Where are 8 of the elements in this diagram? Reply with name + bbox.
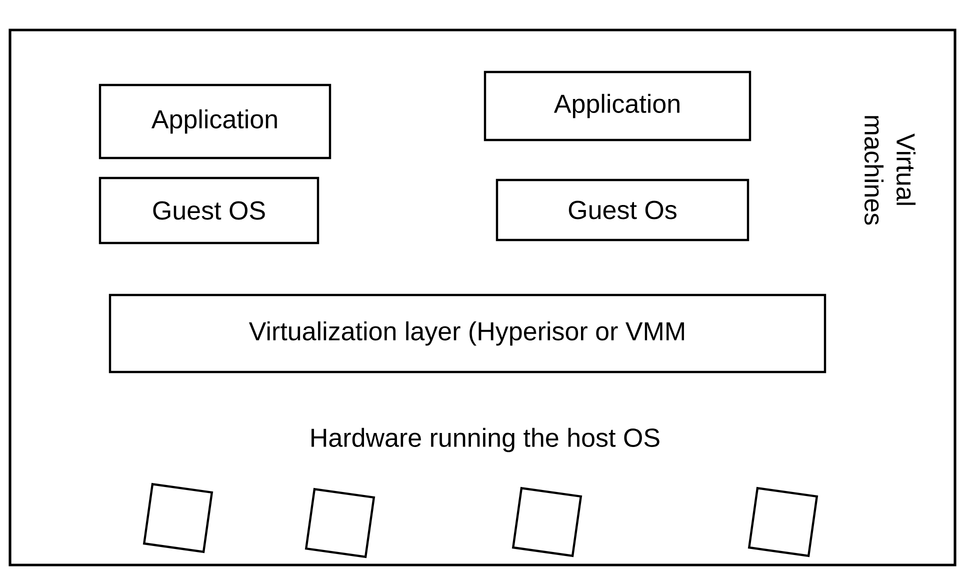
hardware-label: Hardware running the host OS <box>312 428 660 452</box>
side-label: Virtual machines <box>864 116 916 225</box>
frame-box <box>8 28 956 566</box>
stack-box: Application <box>98 84 332 160</box>
stack-box: Guest OS <box>98 176 320 244</box>
stack-box: Application <box>484 70 752 142</box>
layer-box: Virtualization layer (Hyperisor or VMM <box>108 294 826 374</box>
stack-box: Guest Os <box>496 178 750 242</box>
